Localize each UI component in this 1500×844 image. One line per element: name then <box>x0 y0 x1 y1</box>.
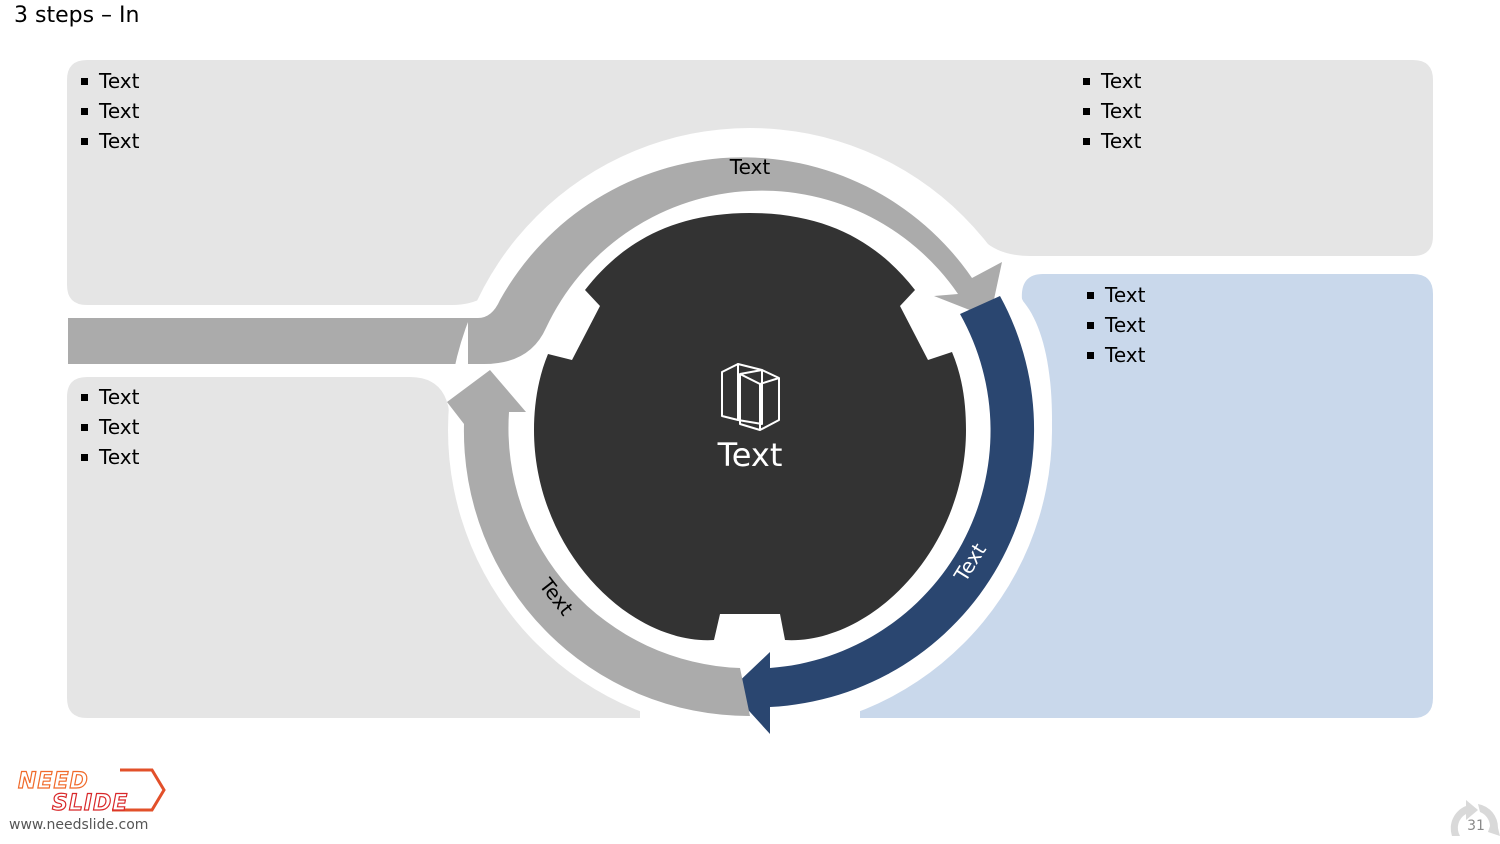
arrow-right-blue <box>730 296 1035 734</box>
list-item: Text <box>80 412 139 442</box>
logo-text-bottom: SLIDE <box>52 791 128 816</box>
list-item: Text <box>80 126 139 156</box>
website-url: www.needslide.com <box>9 817 149 833</box>
input-band <box>68 318 468 364</box>
center-label: Text <box>717 436 783 474</box>
panel-bottom-left-background <box>67 377 640 718</box>
list-item: Text <box>80 442 139 472</box>
books-icon <box>721 363 780 431</box>
page-number: 31 <box>1467 818 1485 834</box>
list-item: Text <box>1086 280 1145 310</box>
arrow-label-top: Text <box>729 155 771 179</box>
panel-right-list: Text Text Text <box>1086 280 1145 370</box>
cycle-badge-icon <box>1450 800 1500 836</box>
panel-top-right-list: Text Text Text <box>1082 66 1141 156</box>
panel-right-background <box>860 274 1433 718</box>
list-item: Text <box>1082 66 1141 96</box>
arrow-top-gray <box>468 157 1002 364</box>
needslide-logo: NEED SLIDE <box>17 768 166 816</box>
list-item: Text <box>1086 340 1145 370</box>
list-item: Text <box>1082 126 1141 156</box>
panel-top-background <box>67 60 1433 305</box>
arrow-left-gray <box>447 370 750 717</box>
list-item: Text <box>80 382 139 412</box>
panel-top-left-list: Text Text Text <box>80 66 139 156</box>
list-item: Text <box>1086 310 1145 340</box>
list-item: Text <box>80 96 139 126</box>
slide-title: 3 steps – In <box>14 3 140 28</box>
logo-text-top: NEED <box>18 769 89 794</box>
list-item: Text <box>1082 96 1141 126</box>
panel-bottom-left-list: Text Text Text <box>80 382 139 472</box>
list-item: Text <box>80 66 139 96</box>
